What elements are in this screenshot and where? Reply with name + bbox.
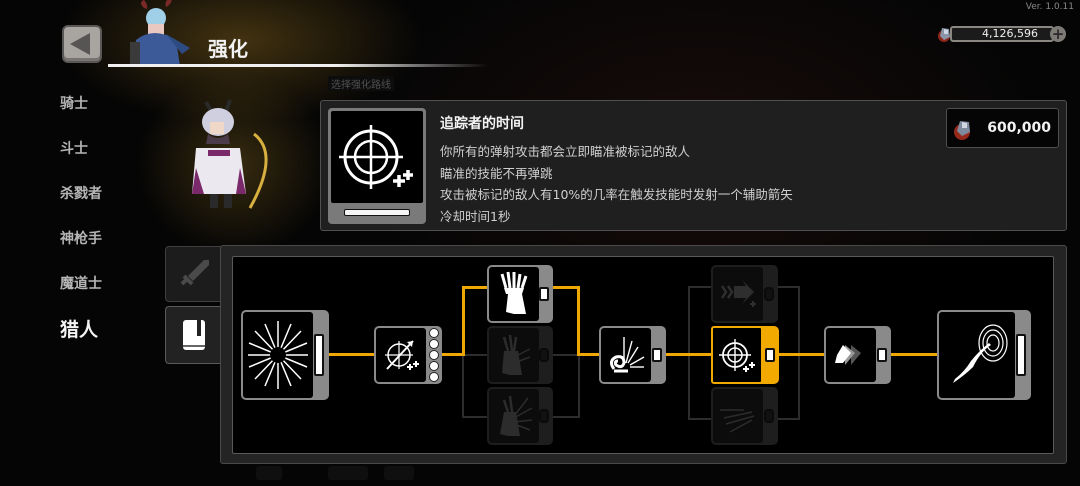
back-arrow-icon <box>70 33 90 55</box>
crosshair-icon <box>339 125 413 189</box>
quiver-arrows-icon <box>502 334 531 375</box>
skill-slot-indicator <box>1016 334 1026 376</box>
sidebar-item-knight[interactable]: 骑士 <box>60 96 88 112</box>
hunter-sprite <box>192 99 268 209</box>
skill-level-dots <box>429 328 439 382</box>
faded-background-element <box>384 466 414 480</box>
currency-amount: 4,126,596 <box>950 26 1054 42</box>
sidebar-item-mage[interactable]: 魔道士 <box>60 276 102 292</box>
skill-node-dash-arrow[interactable] <box>711 265 778 323</box>
sword-icon <box>180 260 209 286</box>
skill-slot-indicator <box>539 348 549 362</box>
tree-connector-active <box>577 286 580 356</box>
title-divider <box>108 64 488 67</box>
skill-slot-indicator <box>314 334 324 376</box>
target-arrow-icon <box>385 340 419 370</box>
arrow-burst-icon <box>248 321 308 389</box>
tree-connector <box>578 354 580 418</box>
back-button[interactable] <box>62 25 102 63</box>
afterimage-icon <box>835 345 861 365</box>
version-label: Ver. 1.0.11 <box>1025 2 1074 12</box>
tree-connector-active <box>664 353 714 356</box>
skill-desc-line: 攻击被标记的敌人有10%的几率在触发技能时发射一个辅助箭矢 <box>440 187 793 202</box>
tree-connector-active <box>552 286 580 289</box>
tab-weapon[interactable] <box>165 246 221 302</box>
skill-node-quiver-spread[interactable] <box>487 387 553 445</box>
skill-slot-indicator <box>539 287 549 301</box>
skill-detail-icon-frame <box>328 108 426 224</box>
skill-slot-indicator <box>765 348 775 362</box>
tree-connector-active <box>440 353 464 356</box>
skill-desc-line: 瞄准的技能不再弹跳 <box>440 165 553 181</box>
tree-connector-active <box>462 286 490 289</box>
skill-node-vortex-shot[interactable] <box>937 310 1031 400</box>
faded-background-element <box>328 466 368 480</box>
skill-node-tracker-time[interactable] <box>711 326 779 384</box>
skill-slot-indicator <box>539 409 549 423</box>
spiral-arrows-icon <box>609 337 645 373</box>
tree-connector-active <box>778 353 826 356</box>
sidebar-item-hunter[interactable]: 猎人 <box>60 319 99 341</box>
vortex-icon <box>953 324 1008 383</box>
skill-node-quiver-arrows[interactable] <box>487 326 553 384</box>
skill-desc-line: 冷却时间1秒 <box>440 208 511 224</box>
skill-node-arrow-burst[interactable] <box>241 310 329 400</box>
dash-arrow-icon <box>720 280 756 307</box>
scatter-arrows-icon <box>720 409 755 433</box>
sidebar-item-slayer[interactable]: 杀戮者 <box>60 186 102 202</box>
skill-slot-indicator <box>764 287 774 301</box>
sidebar-item-gunslinger[interactable]: 神枪手 <box>60 231 102 247</box>
skill-desc-line: 你所有的弹射攻击都会立即瞄准被标记的敌人 <box>440 144 691 159</box>
tree-connector-active <box>577 353 601 356</box>
page-title: 强化 <box>208 37 248 61</box>
tree-connector-active <box>462 286 465 356</box>
soul-stone-icon <box>938 28 950 42</box>
book-icon <box>182 320 205 350</box>
skill-description: 你所有的弹射攻击都会立即瞄准被标记的敌人 瞄准的技能不再弹跳 攻击被标记的敌人有… <box>440 141 793 227</box>
tree-connector-active <box>890 353 938 356</box>
skill-slot-indicator <box>764 409 774 423</box>
skill-slot-indicator <box>877 348 887 362</box>
hero-portrait <box>130 0 190 66</box>
soul-stone-icon <box>954 121 970 140</box>
crosshair-icon <box>719 339 755 372</box>
quiver-spread-icon <box>500 395 533 436</box>
skill-node-afterimage[interactable] <box>824 326 891 384</box>
skill-node-quiver[interactable] <box>487 265 553 323</box>
skill-node-scatter-shot[interactable] <box>711 387 778 445</box>
skill-name: 追踪者的时间 <box>440 116 524 132</box>
add-currency-button[interactable]: + <box>1050 25 1066 43</box>
tab-skills[interactable] <box>165 306 221 364</box>
currency-display: 4,126,596 + <box>936 23 1068 45</box>
skill-slot-indicator <box>652 348 662 362</box>
skill-detail-panel: 追踪者的时间 你所有的弹射攻击都会立即瞄准被标记的敌人 瞄准的技能不再弹跳 攻击… <box>320 100 1067 231</box>
skill-node-target-arrow[interactable] <box>374 326 442 384</box>
upgrade-cost-value: 600,000 <box>987 120 1051 136</box>
skill-level-bar <box>344 209 410 216</box>
upgrade-cost-button[interactable]: 600,000 <box>946 108 1059 148</box>
skill-node-spiral-volley[interactable] <box>599 326 666 384</box>
faded-background-element <box>256 466 282 480</box>
quiver-icon <box>500 271 528 314</box>
faded-hint-label: 选择强化路线 <box>328 76 394 91</box>
sidebar-item-fighter[interactable]: 斗士 <box>60 141 88 157</box>
tree-connector <box>462 354 464 418</box>
tree-connector-active <box>328 353 376 356</box>
